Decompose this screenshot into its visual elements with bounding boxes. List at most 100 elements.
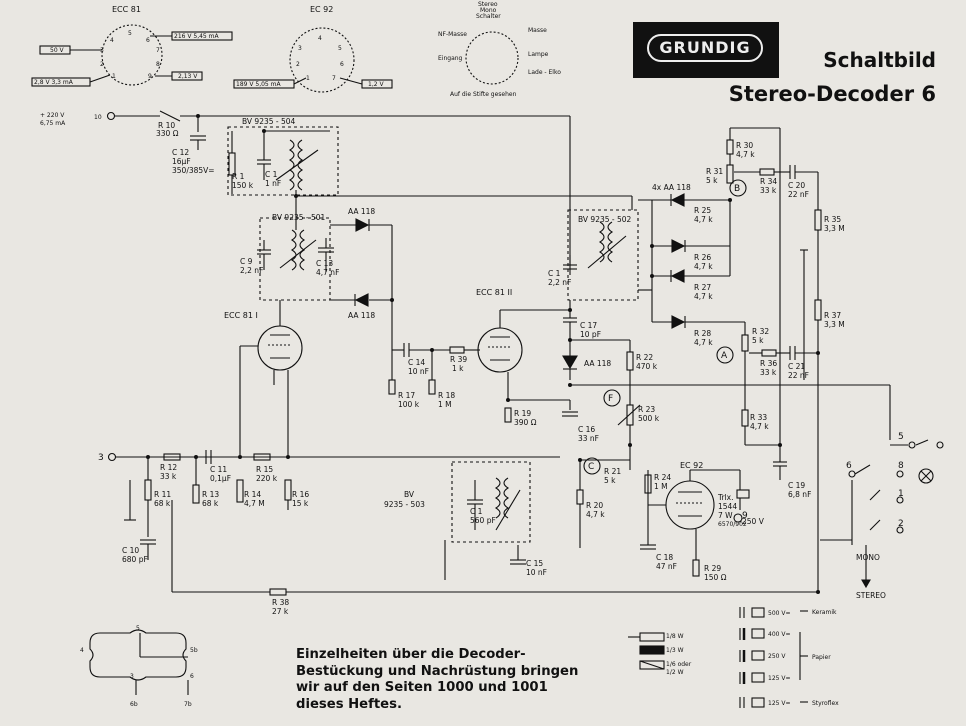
c9-value: 2,2 nF <box>240 266 263 275</box>
c1c-value: 560 pF <box>470 516 496 525</box>
legend-cap-5: 125 V= <box>768 700 791 707</box>
c11-value: 0,1µF <box>210 474 231 483</box>
r22-value: 470 k <box>636 362 658 371</box>
r10-label: R 10 <box>158 121 175 130</box>
note-line-4: dieses Heftes. <box>296 696 402 712</box>
r12-value: 33 k <box>160 472 177 481</box>
c21-value: 22 nF <box>788 371 809 380</box>
r21-label: R 21 <box>604 467 621 476</box>
grundig-logo-text: GRUNDIG <box>647 34 763 62</box>
r30-label: R 30 <box>736 141 753 150</box>
c1a-value: 1 nF <box>265 179 281 188</box>
node-1: 1 <box>898 489 904 499</box>
page-title: Schaltbild <box>823 48 936 72</box>
testpoint-b: B <box>734 184 740 194</box>
bv503-value: 9235 - 503 <box>384 500 425 509</box>
r15-value: 220 k <box>256 474 278 483</box>
legend-cap-3: 250 V <box>768 653 786 660</box>
r38-label: R 38 <box>272 598 289 607</box>
testpoint-c: C <box>588 462 594 472</box>
c11-label: C 11 <box>210 465 227 474</box>
node-3: 3 <box>98 453 104 463</box>
socket-label-lampe: Lampe <box>528 51 549 58</box>
ec92-pin-4: 4 <box>318 35 322 42</box>
r38-value: 27 k <box>272 607 289 616</box>
connector-pin-5b: 5b <box>190 647 198 654</box>
legend-res-3: 1/6 oder <box>666 661 692 668</box>
ecc81-pin-7: 7 <box>156 47 160 54</box>
ec92-pin-5: 5 <box>338 45 342 52</box>
r28-label: R 28 <box>694 329 711 338</box>
c12-rating: 350/385V= <box>172 166 215 175</box>
diode-aa118-a: AA 118 <box>348 207 375 216</box>
connector-pin-4: 4 <box>80 647 84 654</box>
r1-label: R 1 <box>232 172 245 181</box>
lamp-voltage: 250 V <box>742 517 765 526</box>
r20-value: 4,7 k <box>586 510 605 519</box>
r14-label: R 14 <box>244 490 261 499</box>
c9-label: C 9 <box>240 257 253 266</box>
c14-value: 10 nF <box>408 367 429 376</box>
switch-stereo-label: STEREO <box>856 591 886 600</box>
c17-value: 10 pF <box>580 330 601 339</box>
ecc81-pin-8: 8 <box>156 61 160 68</box>
r10-value: 330 Ω <box>156 129 179 138</box>
legend-cap-4: 125 V= <box>768 675 791 682</box>
r27-label: R 27 <box>694 283 711 292</box>
ecc81-voltage-2: 50 V <box>50 47 65 54</box>
ecc81-voltage-1: 216 V 5,45 mA <box>174 33 219 40</box>
r37-label: R 37 <box>824 311 841 320</box>
ec92-pin-6: 6 <box>340 61 344 68</box>
socket-label-lade-elko: Lade - Elko <box>528 69 561 76</box>
r21-value: 5 k <box>604 476 616 485</box>
c10-label: C 10 <box>122 546 139 555</box>
supply-current: 6,75 mA <box>40 120 66 127</box>
socket-label-nf-masse: NF-Masse <box>438 31 467 38</box>
r19-value: 390 Ω <box>514 418 537 427</box>
r34-value: 33 k <box>760 186 777 195</box>
c15-value: 10 nF <box>526 568 547 577</box>
r26-value: 4,7 k <box>694 262 713 271</box>
bv502-label: BV 9235 - 502 <box>578 215 632 224</box>
diode-quad-label: 4x AA 118 <box>652 183 691 192</box>
ecc81-voltage-3: 2,13 V <box>178 73 198 80</box>
c19-value: 6,8 nF <box>788 490 811 499</box>
connector-pin-6b: 6b <box>130 701 138 708</box>
ec92-voltage-2: 1,2 V <box>368 81 384 88</box>
r32-label: R 32 <box>752 327 769 336</box>
note-line-3: wir auf den Seiten 1000 und 1001 <box>296 680 548 695</box>
legend-res-4: 1/2 W <box>666 669 684 676</box>
lamp-rating: 7 W <box>718 511 733 520</box>
c1c-label: C 1 <box>470 507 483 516</box>
connector-pin-7b: 7b <box>184 701 192 708</box>
c16-value: 33 nF <box>578 434 599 443</box>
r31-label: R 31 <box>706 167 723 176</box>
node-6: 6 <box>846 461 852 471</box>
ecc81-pin-9: 9 <box>148 73 152 80</box>
r36-value: 33 k <box>760 368 777 377</box>
ec92-pin-1: 1 <box>306 75 310 82</box>
testpoint-a: A <box>721 351 728 361</box>
ecc81-pin-3: 3 <box>100 47 104 54</box>
r39-value: 1 k <box>452 364 464 373</box>
r17-value: 100 k <box>398 400 420 409</box>
legend-type-styroflex: Styroflex <box>812 700 839 707</box>
legend-res-2: 1/3 W <box>666 647 684 654</box>
r30-value: 4,7 k <box>736 150 755 159</box>
supply-voltage: + 220 V <box>40 112 65 119</box>
c17-label: C 17 <box>580 321 597 330</box>
node-9: 9 <box>742 511 748 521</box>
c20-value: 22 nF <box>788 190 809 199</box>
c1b-value: 2,2 nF <box>548 278 571 287</box>
socket-label-note: Auf die Stifte gesehen <box>450 91 517 98</box>
r34-label: R 34 <box>760 177 777 186</box>
ecc81-pin-5: 5 <box>128 30 132 37</box>
r36-label: R 36 <box>760 359 777 368</box>
note-line-2: Bestückung und Nachrüstung bringen <box>296 663 579 679</box>
ecc81-pin-1: 1 <box>112 73 116 80</box>
r37-value: 3,3 M <box>824 320 845 329</box>
r16-label: R 16 <box>292 490 309 499</box>
r33-value: 4,7 k <box>750 422 769 431</box>
ecc81-pin-6: 6 <box>146 37 150 44</box>
legend-res-1: 1/8 W <box>666 633 684 640</box>
